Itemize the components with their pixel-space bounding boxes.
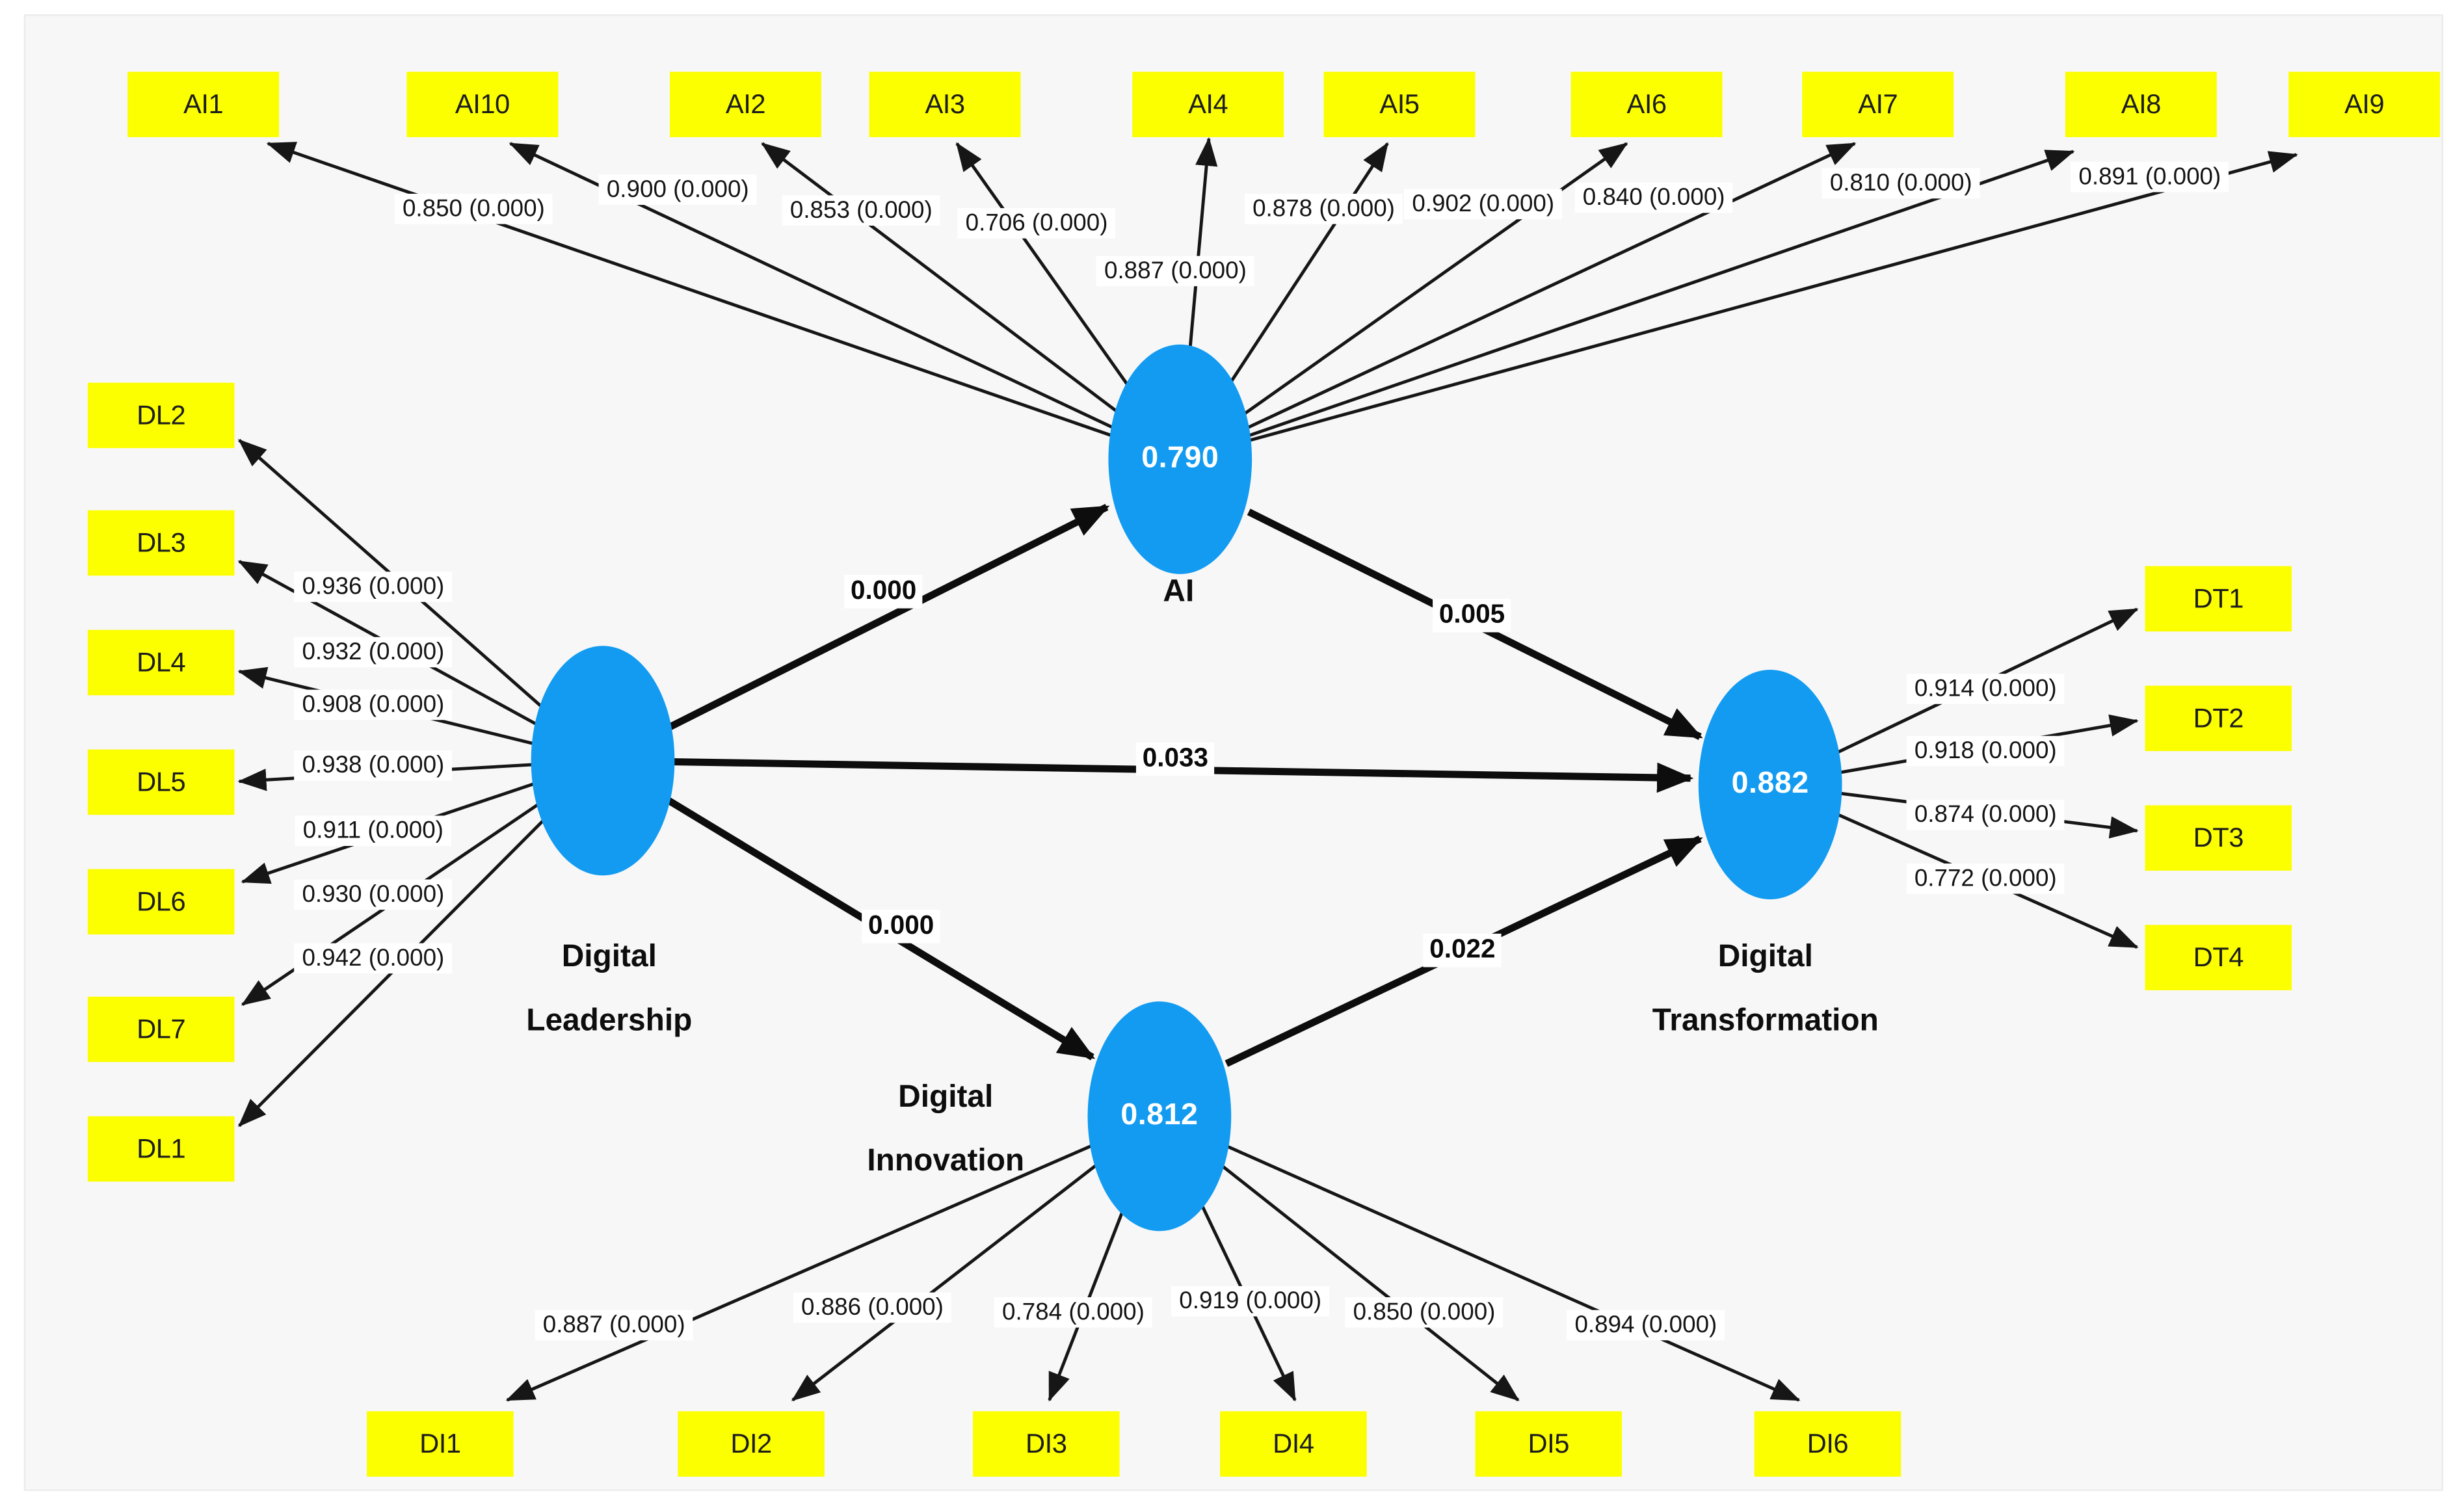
loading-label-ai6: 0.902 (0.000) (1404, 189, 1563, 220)
construct-digital-leadership (531, 646, 675, 876)
indicator-ai3: AI3 (869, 72, 1021, 137)
construct-label-digital-leadership-line2: Leadership (526, 1003, 693, 1038)
construct-digital-innovation-value: 0.812 (1120, 1098, 1199, 1133)
construct-label-digital-transformation: Digital Transformation (1652, 925, 1879, 1052)
construct-ai: 0.790 (1108, 344, 1252, 574)
loading-label-dt4: 0.772 (0.000) (1906, 863, 2065, 894)
loading-label-dl2: 0.936 (0.000) (294, 572, 453, 602)
loading-label-ai4: 0.887 (0.000) (1096, 256, 1255, 287)
construct-label-digital-transformation-line2: Transformation (1652, 1003, 1879, 1038)
indicator-ai7: AI7 (1802, 72, 1954, 137)
loading-label-dt3: 0.874 (0.000) (1906, 799, 2065, 830)
loading-label-dl3: 0.932 (0.000) (294, 637, 453, 668)
construct-label-digital-leadership: Digital Leadership (526, 925, 692, 1052)
loading-label-dl5: 0.938 (0.000) (294, 750, 453, 781)
indicator-ai8: AI8 (2065, 72, 2217, 137)
loading-label-ai2: 0.853 (0.000) (782, 195, 940, 226)
indicator-dl1: DL1 (87, 1116, 235, 1182)
loading-label-ai1: 0.850 (0.000) (394, 193, 553, 224)
construct-label-digital-innovation: Digital Innovation (867, 1065, 1024, 1193)
indicator-di1: DI1 (367, 1411, 514, 1477)
path-coef-dl-to-ai: 0.000 (844, 575, 923, 609)
loading-label-dl4: 0.908 (0.000) (294, 689, 453, 720)
loading-label-dl1: 0.942 (0.000) (294, 943, 453, 974)
loading-label-dt2: 0.918 (0.000) (1906, 735, 2065, 767)
loading-label-dl6: 0.911 (0.000) (295, 815, 452, 846)
indicator-dl6: DL6 (87, 869, 235, 935)
loading-label-dt1: 0.914 (0.000) (1906, 674, 2065, 704)
loading-label-ai3: 0.706 (0.000) (957, 208, 1116, 239)
loading-label-di5: 0.850 (0.000) (1345, 1297, 1504, 1328)
construct-ai-value: 0.790 (1141, 442, 1219, 475)
indicator-ai6: AI6 (1570, 72, 1723, 137)
path-coef-dl-to-dt: 0.033 (1135, 742, 1215, 776)
indicator-di4: DI4 (1220, 1411, 1367, 1477)
construct-label-ai: AI (1163, 574, 1195, 609)
loading-label-dl7: 0.930 (0.000) (294, 879, 453, 910)
indicator-di6: DI6 (1754, 1411, 1901, 1477)
loading-label-di3: 0.784 (0.000) (994, 1297, 1153, 1328)
indicator-ai5: AI5 (1323, 72, 1476, 137)
loading-label-di4: 0.919 (0.000) (1171, 1286, 1330, 1317)
loading-label-ai8: 0.810 (0.000) (1822, 168, 1980, 199)
loading-label-ai10: 0.900 (0.000) (598, 174, 757, 205)
construct-digital-transformation: 0.882 (1698, 670, 1842, 900)
indicator-dl7: DL7 (87, 996, 235, 1062)
indicator-di2: DI2 (678, 1411, 825, 1477)
indicator-dl5: DL5 (87, 749, 235, 815)
indicator-di5: DI5 (1475, 1411, 1623, 1477)
loading-label-di2: 0.886 (0.000) (793, 1292, 952, 1323)
loading-label-ai9: 0.891 (0.000) (2071, 161, 2229, 192)
indicator-ai4: AI4 (1132, 72, 1284, 137)
indicator-ai1: AI1 (127, 72, 280, 137)
indicator-dl4: DL4 (87, 629, 235, 696)
path-coef-dl-to-di: 0.000 (862, 910, 941, 943)
indicator-di3: DI3 (972, 1411, 1120, 1477)
construct-label-digital-innovation-line2: Innovation (867, 1143, 1025, 1179)
loading-label-ai7: 0.840 (0.000) (1574, 182, 1733, 213)
indicator-ai9: AI9 (2288, 72, 2441, 137)
path-coef-ai-to-dt: 0.005 (1433, 598, 1512, 633)
construct-label-digital-innovation-line1: Digital (898, 1079, 994, 1115)
indicator-dt3: DT3 (2145, 805, 2292, 871)
construct-digital-innovation: 0.812 (1087, 1001, 1232, 1232)
construct-label-digital-leadership-line1: Digital (561, 939, 657, 975)
indicator-dl2: DL2 (87, 382, 235, 449)
indicator-dt4: DT4 (2145, 925, 2292, 990)
construct-label-digital-transformation-line1: Digital (1717, 939, 1813, 975)
path-coef-di-to-dt: 0.022 (1423, 933, 1502, 968)
indicator-ai2: AI2 (670, 72, 821, 137)
construct-digital-transformation-value: 0.882 (1731, 767, 1809, 801)
loading-label-di1: 0.887 (0.000) (535, 1310, 693, 1341)
indicator-ai10: AI10 (406, 72, 559, 137)
loading-label-di6: 0.894 (0.000) (1567, 1310, 1725, 1341)
indicator-dt2: DT2 (2145, 685, 2292, 752)
loading-label-ai5: 0.878 (0.000) (1244, 193, 1403, 224)
indicator-dt1: DT1 (2145, 566, 2292, 632)
indicator-dl3: DL3 (87, 510, 235, 576)
